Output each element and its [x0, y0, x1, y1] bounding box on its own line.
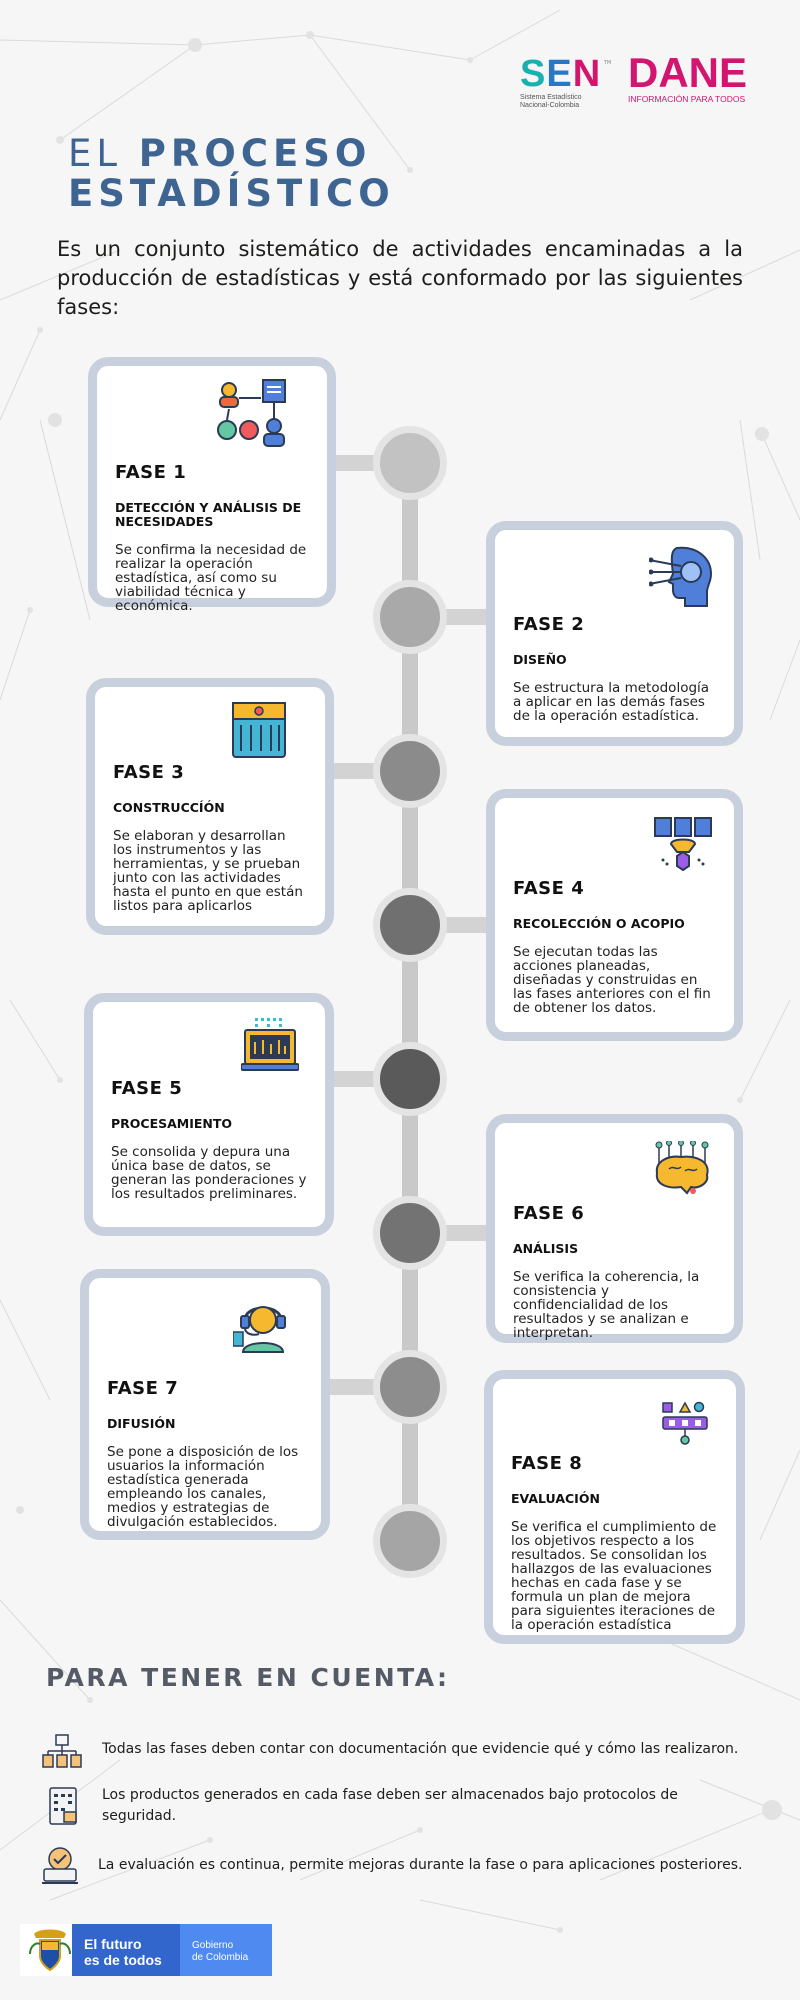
sen-logo-tm: TM [604, 60, 612, 66]
sen-logo-sub-1: Sistema Estadístico [520, 94, 582, 101]
evaluation-flow-icon [662, 1401, 708, 1445]
timeline-node-5 [373, 1042, 447, 1116]
toolbox-icon [232, 702, 286, 758]
timeline-node-8 [373, 1504, 447, 1578]
phase-name-7: DIFUSIÓN [107, 1416, 176, 1431]
note-1: Todas las fases deben contar con documen… [102, 1741, 739, 1757]
title-bold-1: PROCESO [138, 132, 372, 175]
phase-card-6: FASE 6 ANÁLISIS Se verifica la coherenci… [486, 1114, 743, 1343]
phase-card-2: FASE 2 DISEÑO Se estructura la metodolog… [486, 521, 743, 746]
laptop-processing-icon [241, 1018, 299, 1071]
timeline-node-7 [373, 1350, 447, 1424]
phase-name-1: DETECCIÓN Y ANÁLISIS DE NECESIDADES [115, 500, 302, 529]
timeline-node-3 [373, 734, 447, 808]
footer-gov-2: de Colombia [192, 1952, 249, 1963]
title-light: EL [68, 132, 122, 175]
continuous-evaluation-icon [42, 1847, 78, 1884]
head-network-icon [649, 546, 713, 607]
phase-card-3: FASE 3 CONSTRUCCÍÓN Se elaboran y desarr… [86, 678, 334, 935]
sen-logo-letter-n: N [572, 53, 602, 95]
timeline-node-1 [373, 426, 447, 500]
phase-desc-1: Se confirma la necesidad de realizar la … [115, 542, 307, 614]
operator-headset-icon [233, 1306, 286, 1353]
phase-card-7: FASE 7 DIFUSIÓN Se pone a disposición de… [80, 1269, 330, 1540]
phase-label-5: FASE 5 [111, 1078, 183, 1099]
phase-desc-5: Se consolida y depura una única base de … [111, 1144, 307, 1202]
title-bold-2: ESTADÍSTICO [68, 172, 395, 215]
sen-logo: SEN TM Sistema Estadístico Nacional-Colo… [520, 53, 616, 109]
footer-line-2: es de todos [84, 1952, 162, 1968]
notes-title: PARA TENER EN CUENTA: [46, 1663, 450, 1692]
dane-logo-tagline: INFORMACIÓN PARA TODOS [628, 94, 746, 104]
phase-card-8: FASE 8 EVALUACIÓN Se verifica el cumplim… [484, 1370, 745, 1644]
phase-desc-8: Se verifica el cumplimiento de los objet… [511, 1519, 717, 1633]
footer-gov-1: Gobierno [192, 1940, 234, 1951]
colombia-seal [20, 1924, 80, 1976]
secure-storage-icon [49, 1787, 77, 1825]
documents-icon [42, 1734, 82, 1768]
timeline-node-4 [373, 888, 447, 962]
sen-logo-letter-e: E [546, 53, 573, 95]
timeline-node-6 [373, 1196, 447, 1270]
footer-line-1: El futuro [84, 1936, 142, 1952]
phase-label-8: FASE 8 [511, 1453, 583, 1474]
phase-desc-7: Se pone a disposición de los usuarios la… [107, 1444, 299, 1530]
brain-icon [655, 1141, 709, 1195]
phase-name-5: PROCESAMIENTO [111, 1116, 233, 1131]
needs-analysis-icon [217, 379, 286, 447]
phase-label-6: FASE 6 [513, 1203, 585, 1224]
phase-label-3: FASE 3 [113, 762, 185, 783]
phase-desc-6: Se verifica la coherencia, la consistenc… [513, 1269, 700, 1341]
phase-card-4: FASE 4 RECOLECCIÓN O ACOPIO Se ejecutan … [486, 789, 743, 1041]
phase-label-4: FASE 4 [513, 878, 585, 899]
sen-logo-sub-2: Nacional-Colombia [520, 102, 580, 109]
phase-name-6: ANÁLISIS [513, 1241, 579, 1256]
phase-desc-2: Se estructura la metodología a aplicar e… [513, 680, 710, 724]
phase-label-1: FASE 1 [115, 462, 187, 483]
intro-text: Es un conjunto sistemático de actividade… [57, 237, 743, 319]
dane-logo: DANE INFORMACIÓN PARA TODOS [628, 49, 748, 105]
note-2: Los productos generados en cada fase deb… [102, 1787, 678, 1824]
note-3: La evaluación es continua, permite mejor… [98, 1857, 743, 1873]
timeline-node-2 [373, 580, 447, 654]
phase-name-4: RECOLECCIÓN O ACOPIO [513, 916, 685, 931]
phase-label-2: FASE 2 [513, 614, 585, 635]
sen-logo-letter-s: S [520, 53, 547, 95]
colombia-shield-icon [29, 1929, 71, 1972]
phase-name-2: DISEÑO [513, 652, 567, 667]
footer-government: Gobierno de Colombia [180, 1924, 272, 1976]
data-collection-icon [654, 817, 712, 872]
phase-name-3: CONSTRUCCÍÓN [113, 800, 225, 815]
phase-label-7: FASE 7 [107, 1378, 179, 1399]
footer-slogan: El futuro es de todos [72, 1924, 180, 1976]
phase-card-5: FASE 5 PROCESAMIENTO Se consolida y depu… [84, 993, 334, 1236]
phase-desc-3: Se elaboran y desarrollan los instrument… [113, 828, 303, 914]
phase-card-1: FASE 1 DETECCIÓN Y ANÁLISIS DE NECESIDAD… [88, 357, 336, 613]
page-title: EL PROCESO ESTADÍSTICO [68, 134, 395, 214]
phase-name-8: EVALUACIÓN [511, 1491, 600, 1506]
dane-logo-name: DANE [628, 49, 748, 96]
phase-desc-4: Se ejecutan todas las acciones planeadas… [513, 944, 711, 1016]
timeline-spine [402, 440, 418, 1550]
